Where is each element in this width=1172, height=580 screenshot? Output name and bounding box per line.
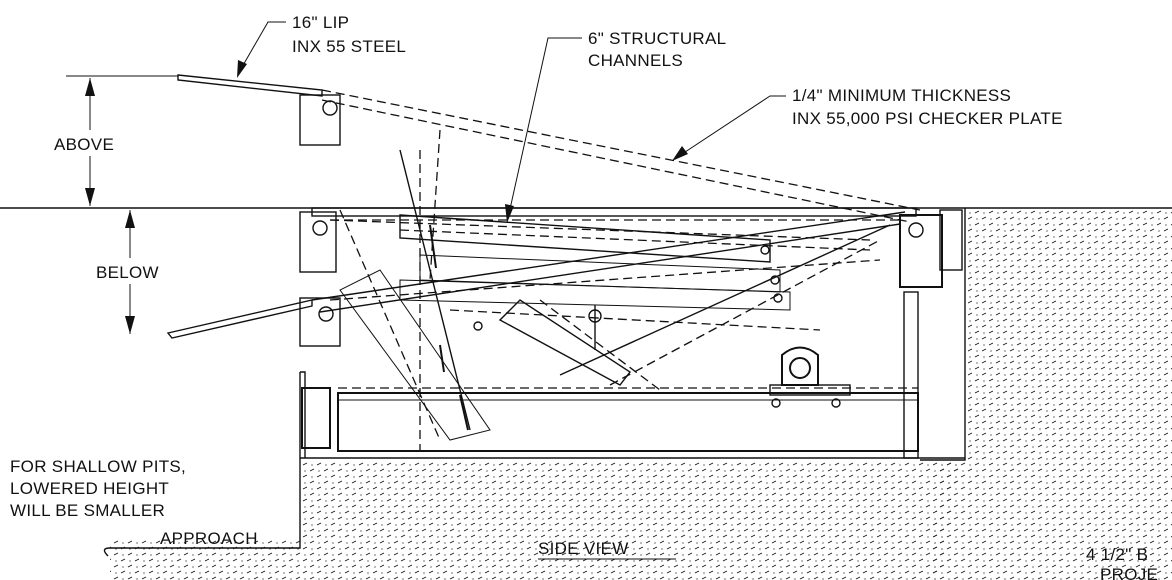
channel-4 bbox=[339, 269, 491, 441]
bearing-bolt-left bbox=[771, 398, 781, 408]
bearing-base bbox=[769, 384, 851, 396]
above-arrow-up bbox=[85, 78, 95, 96]
channels-label-line2: CHANNELS bbox=[588, 51, 683, 70]
lift-arm-2 bbox=[609, 239, 881, 386]
lip-above bbox=[177, 74, 323, 97]
note-line2: LOWERED HEIGHT bbox=[10, 479, 169, 498]
lip-hinge-pin-above bbox=[322, 100, 338, 116]
lip-label-line1: 16" LIP bbox=[292, 13, 349, 32]
lip-hinge-pin-below bbox=[318, 306, 334, 322]
bolt-1 bbox=[760, 245, 770, 255]
bumper-label-line2: PROJE bbox=[1100, 565, 1158, 580]
lift-arm-4 bbox=[399, 149, 471, 431]
rear-post bbox=[903, 291, 919, 459]
front-toe-plate bbox=[300, 371, 306, 458]
below-arrow-down bbox=[125, 316, 135, 334]
deck-below-under bbox=[319, 223, 901, 313]
below-arrow-up bbox=[125, 210, 135, 228]
lip-hinge-level bbox=[299, 211, 337, 273]
slot-2 bbox=[439, 344, 445, 373]
rear-curb-angle bbox=[939, 209, 963, 271]
base-frame-channel bbox=[337, 392, 919, 452]
soil-hatch-bottom bbox=[300, 460, 960, 580]
plate-leader bbox=[675, 95, 786, 159]
lift-arm-5 bbox=[429, 129, 441, 281]
bearing-center bbox=[789, 357, 811, 379]
lift-strut-1 bbox=[498, 299, 632, 386]
below-label: BELOW bbox=[96, 263, 159, 282]
lip-hinge-below bbox=[299, 297, 341, 347]
rear-hinge-block bbox=[899, 214, 943, 288]
lip-hinge-pin-level bbox=[312, 220, 328, 236]
plate-label-line2: INX 55,000 PSI CHECKER PLATE bbox=[792, 109, 1063, 128]
lip-leader bbox=[237, 21, 286, 75]
bearing-bolt-right bbox=[831, 398, 841, 408]
lip-label-line2: INX 55 STEEL bbox=[292, 37, 406, 56]
note-line1: FOR SHALLOW PITS, bbox=[10, 457, 186, 476]
bolt-4 bbox=[473, 321, 483, 331]
deck-above-under bbox=[321, 99, 911, 223]
pillow-block-bearing bbox=[781, 346, 819, 386]
channel-5 bbox=[449, 309, 821, 331]
lift-arm-3 bbox=[339, 209, 441, 441]
approach-edge bbox=[103, 372, 301, 557]
soil-hatch-right bbox=[930, 208, 1172, 580]
dashed-construction-1 bbox=[329, 219, 871, 241]
dashed-construction-2 bbox=[329, 259, 881, 301]
plate-label-line1: 1/4" MINIMUM THICKNESS bbox=[792, 86, 1011, 105]
rear-hinge-pin bbox=[908, 222, 924, 238]
channels-leader bbox=[507, 37, 582, 219]
approach-label: APPROACH bbox=[160, 529, 258, 548]
bolt-3 bbox=[773, 293, 783, 303]
above-label: ABOVE bbox=[54, 135, 114, 154]
front-toe-box bbox=[301, 387, 331, 449]
slot-1 bbox=[429, 224, 437, 269]
lip-leader-arrow bbox=[237, 60, 247, 78]
soil-hatch-approach bbox=[110, 540, 300, 580]
deck-below bbox=[311, 211, 906, 301]
note-line3: WILL BE SMALLER bbox=[10, 501, 165, 520]
deck-above bbox=[321, 89, 921, 211]
view-title: SIDE VIEW bbox=[538, 539, 629, 558]
lift-strut-2 bbox=[539, 299, 661, 391]
above-arrow-down bbox=[85, 188, 95, 206]
bolt-2 bbox=[770, 275, 780, 285]
lip-hinge-above bbox=[299, 94, 341, 146]
lip-below bbox=[166, 299, 313, 339]
channels-leader-arrow bbox=[505, 204, 514, 223]
safety-pin-head bbox=[588, 309, 602, 323]
lift-arm-1 bbox=[559, 224, 891, 376]
channels-label-line1: 6" STRUCTURAL bbox=[588, 29, 726, 48]
slot-3 bbox=[459, 394, 469, 431]
bumper-label-line1: 4 1/2" B bbox=[1086, 545, 1148, 564]
channel-3 bbox=[399, 279, 791, 311]
channel-6 bbox=[399, 229, 871, 251]
pit-wall-right bbox=[920, 208, 966, 461]
plate-leader-arrow bbox=[672, 146, 688, 161]
